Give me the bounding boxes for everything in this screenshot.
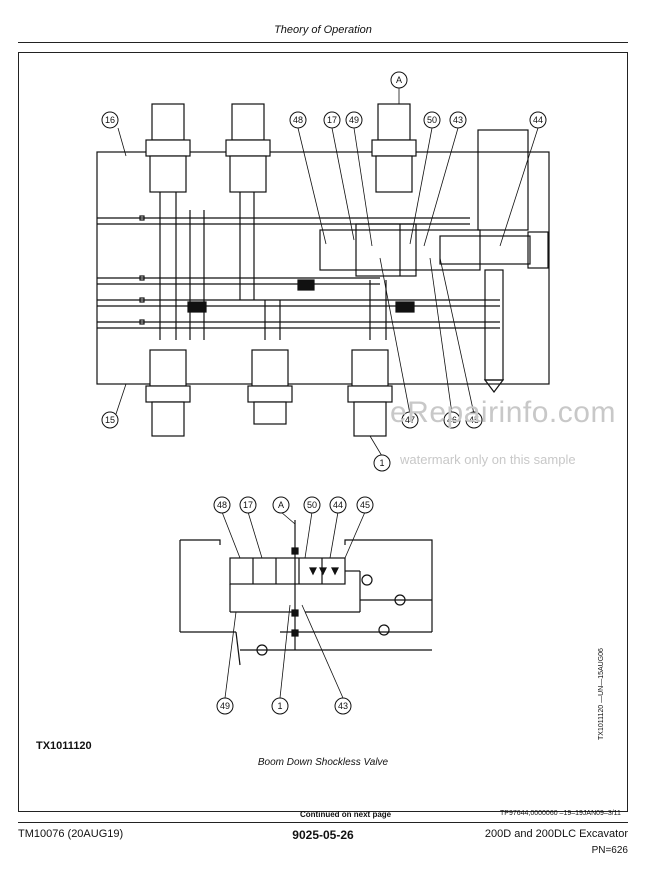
callout-44-schematic: 44	[333, 500, 343, 510]
callout-49-schematic: 49	[220, 701, 230, 711]
footer-page-number: 9025-05-26	[292, 828, 354, 842]
footer-manual-id: TM10076 (20AUG19)	[18, 828, 124, 840]
callout-A-top: A	[396, 75, 402, 85]
callout-46: 46	[447, 415, 457, 425]
page-header-title: Theory of Operation	[274, 24, 372, 36]
watermark-note: watermark only on this sample	[400, 452, 576, 467]
callout-45-schematic: 45	[360, 500, 370, 510]
callout-15: 15	[105, 415, 115, 425]
callout-17-top: 17	[327, 115, 337, 125]
footer-model: 200D and 200DLC Excavator	[484, 828, 628, 840]
footer-divider	[18, 822, 628, 823]
continued-note: Continued on next page	[300, 810, 392, 819]
watermark-brand: eRepairinfo.com	[390, 396, 616, 429]
callout-45-top: 45	[469, 415, 479, 425]
figure-caption: Boom Down Shockless Valve	[257, 757, 389, 768]
callout-17-schematic: 17	[243, 500, 253, 510]
header-divider	[18, 42, 628, 43]
callout-44-top: 44	[533, 115, 543, 125]
hydraulic-schematic	[179, 520, 433, 666]
callout-47: 47	[405, 415, 415, 425]
callout-A-schematic: A	[278, 500, 284, 510]
callout-43-schematic: 43	[338, 701, 348, 711]
figure-frame	[18, 52, 628, 812]
callout-50-top: 50	[427, 115, 437, 125]
valve-body	[96, 151, 550, 385]
callout-49-top: 49	[349, 115, 359, 125]
callout-16: 16	[105, 115, 115, 125]
figure-id: TX1011120	[36, 740, 92, 752]
callout-43-top: 43	[453, 115, 463, 125]
footer-pn: PN=626	[591, 845, 628, 856]
callout-1-schematic: 1	[277, 701, 282, 711]
callout-48-schematic: 48	[217, 500, 227, 510]
callout-48-top: 48	[293, 115, 303, 125]
tp-code: TP97644,0000060 –19–19JAN09–3/11	[500, 810, 621, 817]
callout-1-top: 1	[379, 458, 384, 468]
callout-50-schematic: 50	[307, 500, 317, 510]
figure-side-code: TX1011120 —UN—15AUG06	[598, 648, 605, 740]
